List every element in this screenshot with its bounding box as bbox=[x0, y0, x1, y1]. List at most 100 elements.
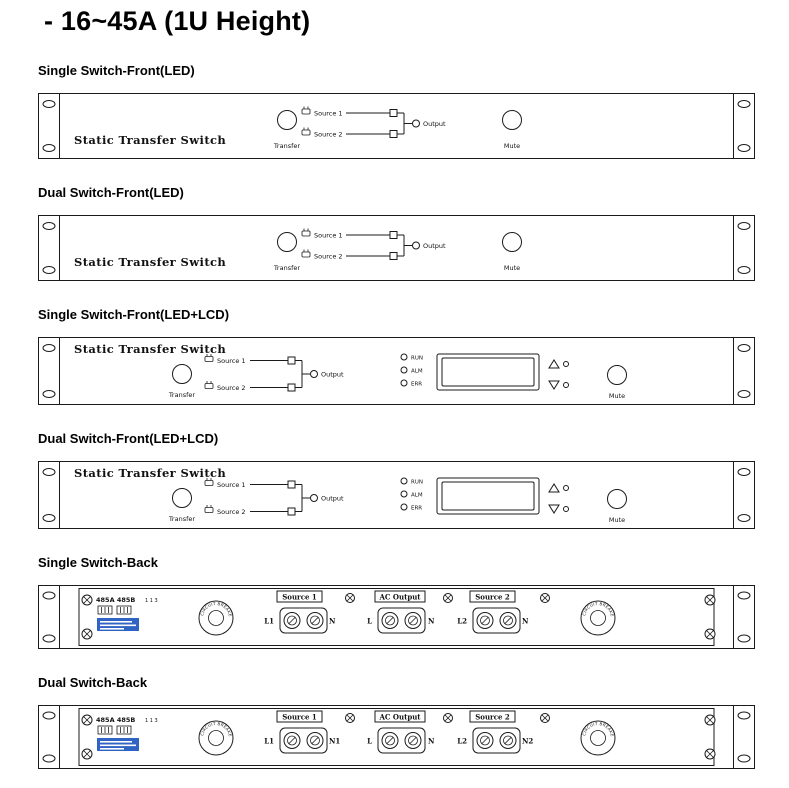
mount-hole bbox=[42, 390, 56, 398]
terminal-group-source2: Source 2 L2 N2 bbox=[457, 710, 533, 754]
terminal-label: L bbox=[367, 737, 372, 746]
screw-icon bbox=[704, 748, 716, 760]
mute-label: Mute bbox=[504, 142, 520, 150]
ground-screw-icon bbox=[540, 593, 550, 603]
rack-ear-right bbox=[733, 93, 755, 159]
rack-ear-left bbox=[38, 215, 60, 281]
up-arrow-icon bbox=[548, 359, 569, 369]
device-name: Static Transfer Switch bbox=[74, 466, 226, 480]
device-name: Static Transfer Switch bbox=[74, 133, 226, 147]
panel-dual-front-led: Static Transfer Switch Transfer Source 1… bbox=[38, 215, 789, 281]
source2-label: Source 2 bbox=[314, 253, 343, 261]
panel-dual-back: 485A 485B 1 1 3 CIRCUIT BREAKER Source 1… bbox=[38, 705, 789, 769]
screw-icon bbox=[81, 628, 93, 640]
terminal-group-source2: Source 2 L2 N bbox=[457, 590, 529, 634]
plug-icon bbox=[204, 381, 214, 389]
group-label: AC Output bbox=[378, 592, 421, 601]
mount-hole bbox=[737, 711, 751, 720]
plug-icon bbox=[301, 228, 311, 237]
mute-button bbox=[502, 232, 522, 252]
lcd-screen bbox=[436, 477, 540, 515]
down-arrow-icon bbox=[548, 380, 569, 390]
panel-body bbox=[59, 93, 734, 159]
terminal-label: N bbox=[428, 617, 435, 626]
screw-icon bbox=[704, 628, 716, 640]
svg-text:ERR: ERR bbox=[411, 382, 422, 388]
panel-dual-front-lcd: Static Transfer Switch Transfer Source 1… bbox=[38, 461, 789, 529]
source2-label: Source 2 bbox=[217, 384, 246, 392]
led-alm-indicator: ALM bbox=[400, 366, 423, 375]
mount-hole bbox=[737, 144, 751, 152]
comm-connector-icon bbox=[97, 725, 113, 735]
screw-icon bbox=[81, 748, 93, 760]
transfer-label: Transfer bbox=[273, 142, 300, 150]
section-label-dual-front-lcd: Dual Switch-Front(LED+LCD) bbox=[38, 431, 219, 446]
terminal-label: L bbox=[367, 617, 372, 626]
output-label: Output bbox=[423, 242, 446, 250]
terminal bbox=[283, 732, 301, 749]
mount-hole bbox=[42, 344, 56, 352]
mount-hole bbox=[737, 344, 751, 352]
circuit-breaker: CIRCUIT BREAKER bbox=[580, 600, 616, 636]
terminal-group-source1: Source 1 L1 N bbox=[264, 590, 336, 634]
terminal-block bbox=[377, 727, 426, 754]
device-name: Static Transfer Switch bbox=[74, 342, 226, 356]
terminal-group-source1: Source 1 L1 N1 bbox=[264, 710, 340, 754]
transfer-label: Transfer bbox=[168, 515, 195, 523]
back-plate bbox=[78, 588, 715, 646]
output-node bbox=[412, 241, 420, 250]
group-label-box bbox=[469, 710, 516, 723]
mount-hole bbox=[737, 100, 751, 108]
comm-connector-icon bbox=[116, 605, 132, 615]
svg-text:ERR: ERR bbox=[411, 506, 422, 512]
source1-label: Source 1 bbox=[217, 357, 246, 365]
plug-icon bbox=[301, 106, 311, 115]
page-title: - 16~45A (1U Height) bbox=[44, 6, 311, 36]
transfer-button bbox=[172, 488, 192, 508]
mount-hole bbox=[737, 468, 751, 476]
mount-hole bbox=[42, 634, 56, 643]
circuit-breaker: CIRCUIT BREAKER bbox=[580, 720, 616, 756]
terminal-block bbox=[472, 607, 521, 634]
rack-ear-left bbox=[38, 337, 60, 405]
lcd-screen bbox=[436, 353, 540, 391]
svg-text:ALM: ALM bbox=[411, 369, 423, 375]
back-plate bbox=[78, 708, 715, 766]
group-label-box bbox=[374, 590, 426, 603]
terminal-label: L2 bbox=[457, 617, 467, 626]
comm-port-label: 485A 485B bbox=[96, 596, 135, 604]
ground-screw-icon bbox=[345, 593, 355, 603]
terminal-group-ac-output: AC Output L N bbox=[367, 710, 435, 754]
mute-label: Mute bbox=[609, 392, 625, 400]
group-label-box bbox=[469, 590, 516, 603]
output-node bbox=[412, 119, 420, 128]
mount-hole bbox=[42, 591, 56, 600]
terminal-label: L1 bbox=[264, 737, 274, 746]
screw-icon bbox=[81, 714, 93, 726]
ground-screw-icon bbox=[443, 593, 453, 603]
terminal-block bbox=[472, 727, 521, 754]
terminal-label: N bbox=[428, 737, 435, 746]
panel-single-front-led: Static Transfer Switch Transfer Source 1… bbox=[38, 93, 789, 159]
rack-ear-left bbox=[38, 461, 60, 529]
dip-label: 1 1 3 bbox=[145, 598, 158, 604]
output-label: Output bbox=[423, 120, 446, 128]
terminal-label: N1 bbox=[329, 737, 340, 746]
down-arrow-icon bbox=[548, 504, 569, 514]
terminal bbox=[306, 612, 324, 629]
rack-ear-left bbox=[38, 705, 60, 769]
group-label-box bbox=[276, 710, 323, 723]
transfer-label: Transfer bbox=[273, 264, 300, 272]
terminal bbox=[476, 612, 494, 629]
panel-single-back: 485A 485B 1 1 3 CIRCUIT BREAKER Source 1… bbox=[38, 585, 789, 649]
svg-text:RUN: RUN bbox=[411, 480, 423, 486]
mount-hole bbox=[42, 711, 56, 720]
circuit-breaker: CIRCUIT BREAKER bbox=[198, 600, 234, 636]
terminal-group-ac-output: AC Output L N bbox=[367, 590, 435, 634]
panel-body bbox=[59, 215, 734, 281]
transfer-label: Transfer bbox=[168, 391, 195, 399]
plug-icon bbox=[204, 478, 214, 486]
led-err-indicator: ERR bbox=[400, 379, 422, 388]
ground-screw-icon bbox=[540, 713, 550, 723]
output-node bbox=[310, 494, 318, 502]
